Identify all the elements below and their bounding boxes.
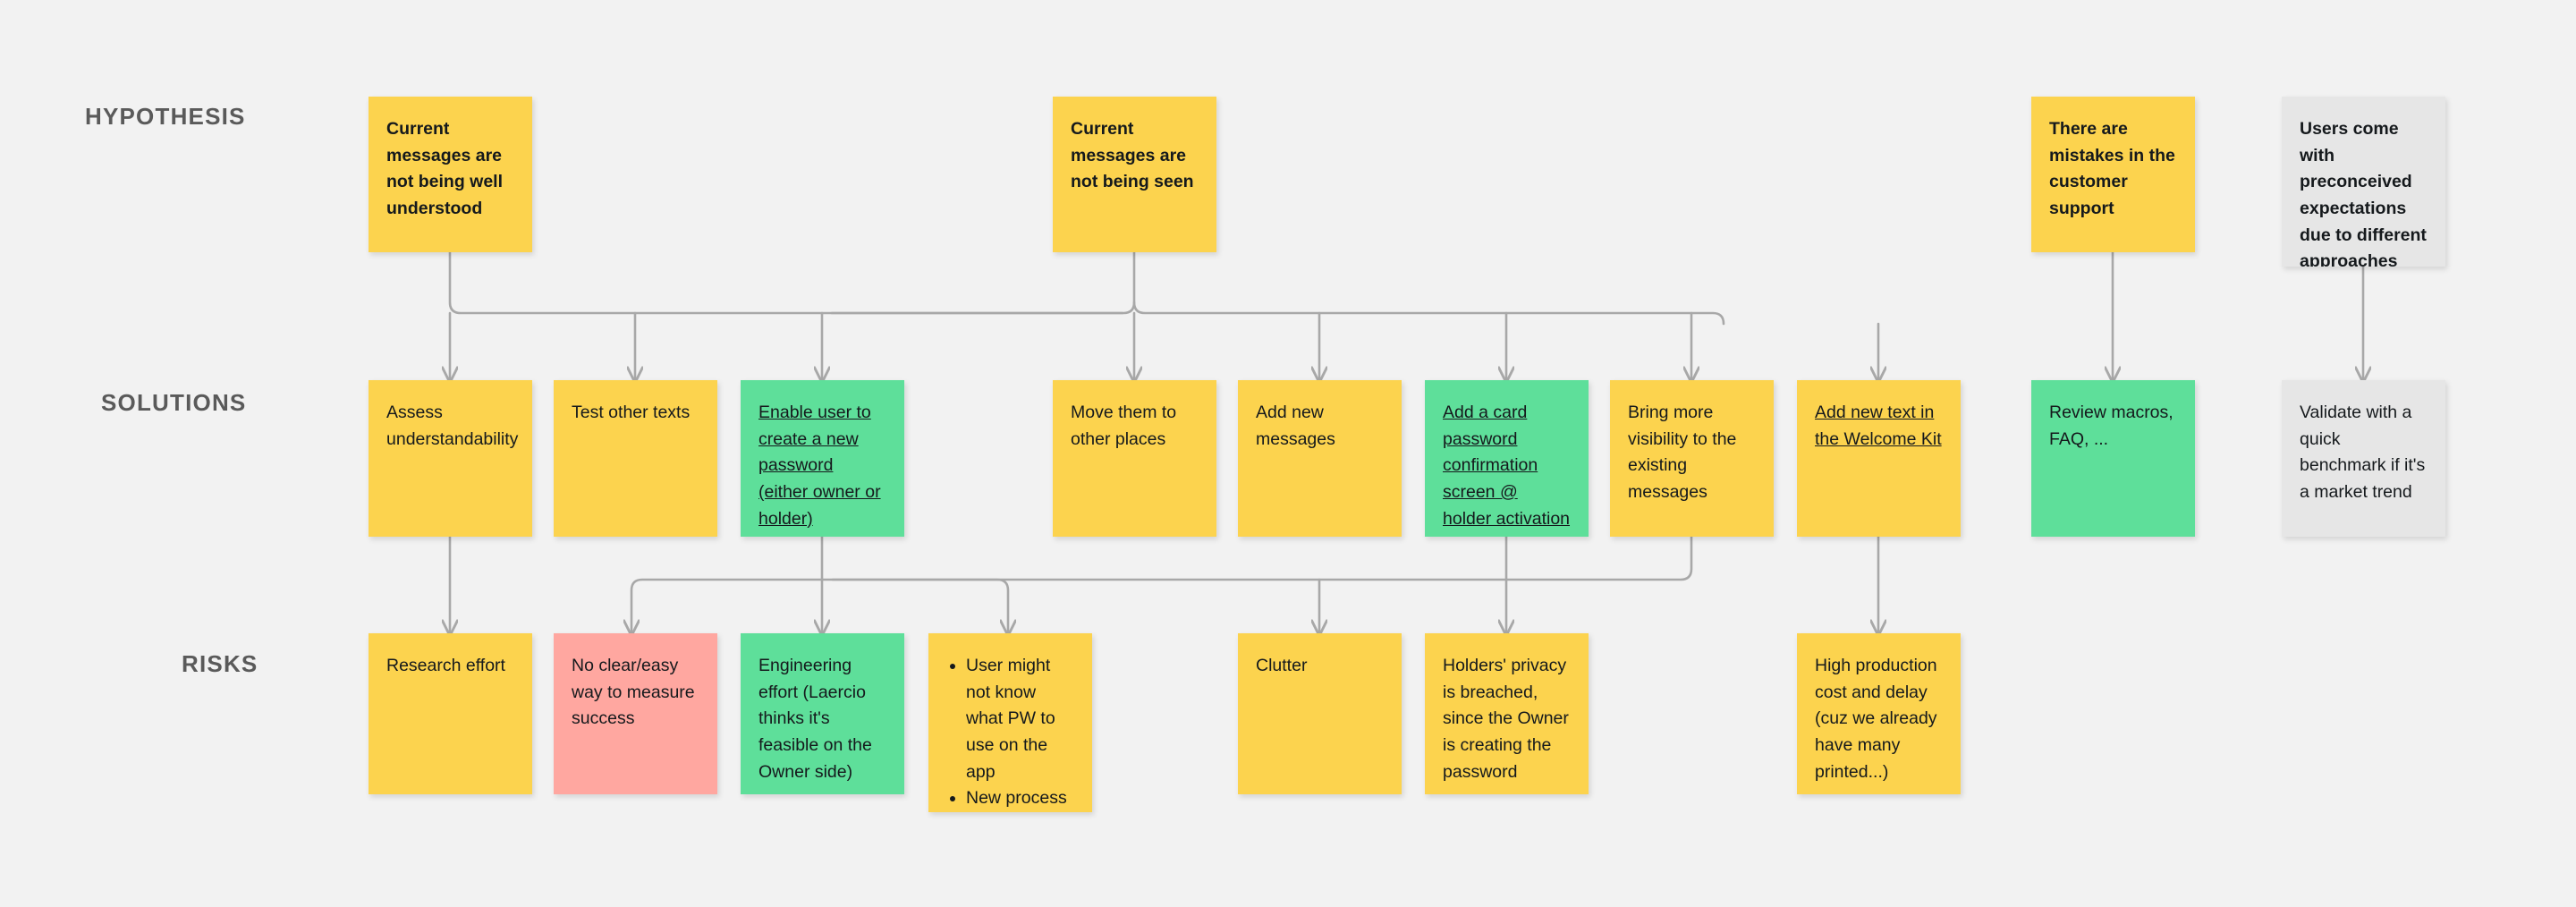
hypothesis-note-h1[interactable]: Current messages are not being well unde… xyxy=(369,97,532,252)
solution-note-s1[interactable]: Assess understandability xyxy=(369,380,532,537)
note-text: No clear/easy way to measure success xyxy=(572,656,695,729)
note-text: Enable user to create a new password (ei… xyxy=(758,403,881,529)
risk-note-r3[interactable]: Engineering effort (Laercio thinks it's … xyxy=(741,633,904,794)
solution-note-s5[interactable]: Add new messages xyxy=(1238,380,1402,537)
note-text: Current messages are not being well unde… xyxy=(386,119,503,218)
note-text: Clutter xyxy=(1256,656,1308,675)
note-text: Assess understandability xyxy=(386,403,519,449)
solution-note-s8[interactable]: Add new text in the Welcome Kit xyxy=(1797,380,1961,537)
row-label-risks: RISKS xyxy=(182,650,258,677)
risk-note-r2[interactable]: No clear/easy way to measure success xyxy=(554,633,717,794)
risk-note-r1[interactable]: Research effort xyxy=(369,633,532,794)
hypothesis-note-h4[interactable]: Users come with preconceived expectation… xyxy=(2282,97,2445,267)
solution-note-s9[interactable]: Review macros, FAQ, ... xyxy=(2031,380,2195,537)
note-text: Users come with preconceived expectation… xyxy=(2300,119,2427,267)
note-text: Bring more visibility to the existing me… xyxy=(1628,403,1737,502)
note-text: High production cost and delay (cuz we a… xyxy=(1815,656,1937,782)
hypothesis-note-h2[interactable]: Current messages are not being seen xyxy=(1053,97,1216,252)
connector-bus2-r4 xyxy=(820,578,1008,633)
connector-s7-bus xyxy=(831,535,1693,581)
row-label-hypothesis: HYPOTHESIS xyxy=(85,103,246,130)
risk-note-r7[interactable]: High production cost and delay (cuz we a… xyxy=(1797,633,1961,794)
solution-note-s3[interactable]: Enable user to create a new password (ei… xyxy=(741,380,904,537)
note-text: Holders' privacy is breached, since the … xyxy=(1443,656,1569,782)
row-label-solutions: SOLUTIONS xyxy=(101,389,247,416)
hypothesis-note-h3[interactable]: There are mistakes in the customer suppo… xyxy=(2031,97,2195,252)
risk-note-r4[interactable]: User might not know what PW to use on th… xyxy=(928,633,1092,812)
solution-note-s7[interactable]: Bring more visibility to the existing me… xyxy=(1610,380,1774,537)
list-item: User might not know what PW to use on th… xyxy=(966,653,1074,785)
solution-note-s2[interactable]: Test other texts xyxy=(554,380,717,537)
note-text: There are mistakes in the customer suppo… xyxy=(2049,119,2175,218)
connector-h1-bus xyxy=(448,250,1124,315)
note-text: Review macros, FAQ, ... xyxy=(2049,403,2174,449)
note-text: Add new text in the Welcome Kit xyxy=(1815,403,1942,449)
note-text: Current messages are not being seen xyxy=(1071,119,1194,192)
risk-note-r5[interactable]: Clutter xyxy=(1238,633,1402,794)
list-item: New process for ops xyxy=(966,785,1074,812)
note-text: Validate with a quick benchmark if it's … xyxy=(2300,403,2426,502)
risk-bullet-list: User might not know what PW to use on th… xyxy=(946,653,1074,812)
solution-note-s6[interactable]: Add a card password confirmation screen … xyxy=(1425,380,1589,537)
solution-note-s4[interactable]: Move them to other places xyxy=(1053,380,1216,537)
connector-h2-bus-right xyxy=(1132,250,1725,326)
connector-bus2-r2 xyxy=(631,578,824,633)
note-text: Add new messages xyxy=(1256,403,1335,449)
connector-h2-bus-left xyxy=(830,301,1136,315)
note-text: Add a card password confirmation screen … xyxy=(1443,403,1571,529)
note-text: Move them to other places xyxy=(1071,403,1177,449)
solution-note-s10[interactable]: Validate with a quick benchmark if it's … xyxy=(2282,380,2445,537)
note-text: Engineering effort (Laercio thinks it's … xyxy=(758,656,872,782)
note-text: Test other texts xyxy=(572,403,691,422)
risk-note-r6[interactable]: Holders' privacy is breached, since the … xyxy=(1425,633,1589,794)
note-text: Research effort xyxy=(386,656,505,675)
